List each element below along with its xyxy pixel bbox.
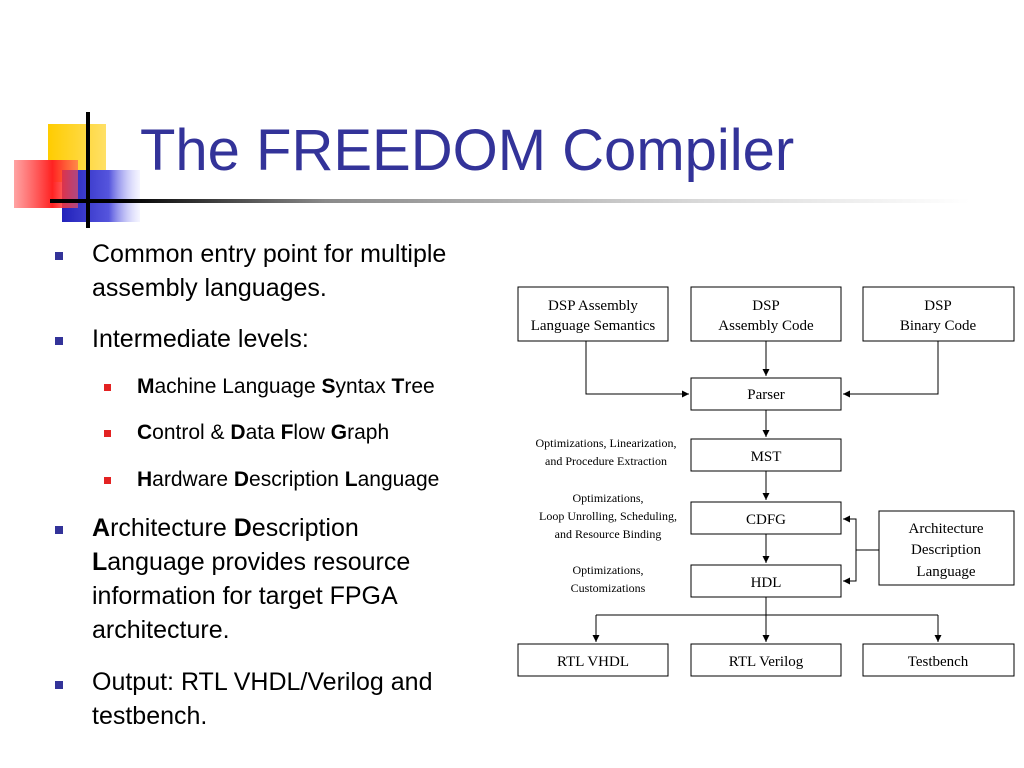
box-hdl	[690, 564, 842, 598]
adl-initial-d: D	[233, 514, 252, 542]
bullet-marker	[55, 252, 63, 260]
bullet-entry-point: Common entry point for multiple assembly…	[92, 240, 447, 302]
annotation-cdfg-1: Optimizations,	[573, 491, 644, 505]
box-testbench	[862, 643, 1015, 677]
label-cdfg: CDFG	[746, 512, 786, 528]
mst-text-1: achine Language	[154, 375, 322, 398]
mst-text-3: ree	[404, 375, 435, 398]
bullet-marker	[55, 681, 63, 689]
hdl-initial-d: D	[233, 468, 250, 491]
cdfg-text-1: ontrol &	[152, 421, 231, 444]
label-rtl-vhdl: RTL VHDL	[557, 654, 629, 670]
cdfg-initial-d: D	[230, 421, 246, 444]
mst-text-2: yntax	[335, 375, 392, 398]
label-dsp-assembly-2: Assembly Code	[718, 318, 814, 334]
cdfg-text-3: low	[293, 421, 331, 444]
mst-initial-t: T	[391, 375, 405, 398]
arrow-semantics-to-parser	[585, 341, 689, 398]
label-dsp-semantics-2: Language Semantics	[531, 318, 656, 334]
box-rtl-verilog	[690, 643, 842, 677]
hdl-text-2: escription	[249, 468, 345, 491]
label-dsp-assembly-1: DSP	[752, 298, 780, 314]
slide-logo	[14, 112, 140, 228]
hdl-text-1: ardware	[152, 468, 234, 491]
hdl-initial-l: L	[344, 468, 358, 491]
arrow-binary-to-parser	[843, 341, 939, 398]
box-mst	[690, 438, 842, 472]
annotation-cdfg-2: Loop Unrolling, Scheduling,	[539, 509, 677, 523]
label-hdl: HDL	[751, 575, 782, 591]
adl-initial-a: A	[92, 514, 111, 542]
bullet-marker	[55, 337, 63, 345]
adl-text-2: escription	[251, 514, 359, 542]
label-rtl-verilog: RTL Verilog	[729, 654, 804, 670]
sub-bullet-cdfg: Control & Data Flow Graph	[137, 419, 389, 447]
label-mst: MST	[751, 449, 782, 465]
hdl-text-3: anguage	[357, 468, 440, 491]
cdfg-text-2: ata	[245, 421, 281, 444]
annotation-mst-1: Optimizations, Linearization,	[536, 436, 677, 450]
bullet-intermediate-levels: Intermediate levels:	[92, 325, 309, 353]
adl-text-1: rchitecture	[110, 514, 234, 542]
arrow-adl-to-cdfg	[843, 515, 857, 550]
annotation-hdl-2: Customizations	[571, 581, 646, 595]
label-parser: Parser	[747, 387, 785, 403]
cdfg-text-4: raph	[347, 421, 390, 444]
label-dsp-binary-1: DSP	[924, 298, 952, 314]
label-adl-1: Architecture	[909, 521, 984, 537]
cdfg-initial-f: F	[280, 421, 294, 444]
sub-bullet-marker	[104, 430, 111, 437]
cdfg-initial-g: G	[330, 421, 348, 444]
label-adl-3: Language	[916, 564, 975, 580]
box-adl	[878, 510, 1015, 586]
adl-text-3: anguage provides resource information fo…	[92, 548, 411, 644]
annotation-cdfg-3: and Resource Binding	[555, 527, 662, 541]
bullet-marker	[55, 526, 63, 534]
label-dsp-semantics-1: DSP Assembly	[548, 298, 638, 314]
slide-title: The FREEDOM Compiler	[140, 118, 795, 183]
sub-bullet-mst: Machine Language Syntax Tree	[137, 373, 435, 401]
sub-bullet-marker	[104, 477, 111, 484]
sub-bullet-marker	[104, 384, 111, 391]
label-adl-2: Description	[911, 542, 981, 558]
cdfg-initial-c: C	[137, 421, 153, 444]
box-rtl-vhdl	[517, 643, 669, 677]
hdl-initial-h: H	[137, 468, 153, 491]
logo-vertical-bar	[86, 112, 90, 228]
mst-initial-s: S	[321, 375, 336, 398]
bullet-output: Output: RTL VHDL/Verilog and testbench.	[92, 668, 433, 730]
annotation-hdl-1: Optimizations,	[573, 563, 644, 577]
label-dsp-binary-2: Binary Code	[900, 318, 977, 334]
title-underline	[50, 199, 970, 203]
sub-bullet-hdl: Hardware Description Language	[137, 466, 439, 494]
label-testbench: Testbench	[908, 654, 969, 670]
adl-initial-l: L	[92, 548, 108, 576]
box-cdfg	[690, 501, 842, 535]
box-dsp-binary	[862, 286, 1015, 342]
box-dsp-semantics	[517, 286, 669, 342]
mst-initial-m: M	[137, 375, 155, 398]
arrow-adl-to-hdl	[843, 550, 857, 585]
annotation-mst-2: and Procedure Extraction	[545, 454, 667, 468]
